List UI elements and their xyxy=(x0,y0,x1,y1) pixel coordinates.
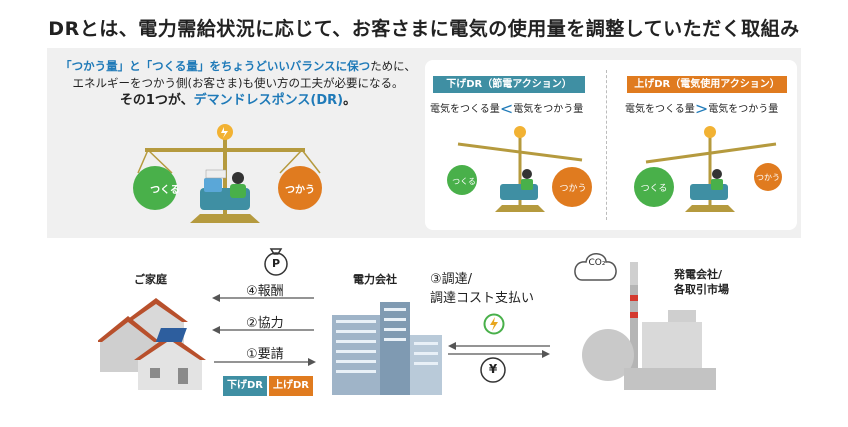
scale-use-label: つかう xyxy=(285,185,315,196)
power-plant-illustration xyxy=(574,253,716,390)
scale-make-label: つくる xyxy=(150,185,180,196)
coin-bag-icon xyxy=(264,248,288,276)
dr-down-make-label: つくる xyxy=(452,177,476,186)
step-cooperate-label: ②協力 xyxy=(246,316,284,331)
coin-symbol: P xyxy=(271,257,281,270)
generator-label: 発電会社/ 各取引市場 xyxy=(674,268,729,296)
dr-divider xyxy=(606,70,607,220)
dr-down-equation: 電気をつくる量<電気をつかう量 xyxy=(430,99,584,118)
page-title: DRとは、電力需給状況に応じて、お客さまに電気の使用量を調整していただく取組み xyxy=(48,18,800,40)
co2-cloud-icon xyxy=(574,253,617,281)
procure-label: ③調達/ 調達コスト支払い xyxy=(430,272,535,306)
houses-illustration xyxy=(98,298,206,390)
dr-down-scale xyxy=(447,126,592,212)
dr-up-make-label: つくる xyxy=(640,184,668,194)
intro-line-1: 「つかう量」と「つくる量」をちょうどいいバランスに保つために、 xyxy=(60,59,416,73)
dr-down-use-label: つかう xyxy=(559,184,587,194)
electricity-icon xyxy=(483,313,505,335)
utility-buildings xyxy=(332,302,442,395)
dr-down-label: 下げDR（節電アクション） xyxy=(433,76,585,93)
dr-up-equation: 電気をつくる量>電気をつかう量 xyxy=(625,99,779,118)
arrow-procure xyxy=(448,342,550,350)
use-weight xyxy=(278,166,322,210)
arrow-reward xyxy=(212,294,314,302)
yen-coin-icon xyxy=(480,357,506,383)
home-label: ご家庭 xyxy=(134,273,167,286)
yen-symbol: ¥ xyxy=(488,362,498,376)
make-weight xyxy=(133,166,177,210)
co2-label: CO₂ xyxy=(588,258,606,268)
dr-up-use-label: つかう xyxy=(756,173,780,182)
intro-text: 「つかう量」と「つくる量」をちょうどいいバランスに保つために、 エネルギーをつか… xyxy=(58,58,418,109)
dr-up-scale xyxy=(634,126,782,212)
step-reward-label: ④報酬 xyxy=(246,284,284,299)
step-request-label: ①要請 xyxy=(246,347,284,362)
arrow-payment xyxy=(448,350,550,358)
dr-up-label: 上げDR（電気使用アクション） xyxy=(627,76,787,93)
intro-line-2: エネルギーをつかう側(お客さま)も使い方の工夫が必要になる。 xyxy=(72,76,404,90)
tag-up-dr: 上げDR xyxy=(269,376,313,396)
intro-line-3: その1つが、デマンドレスポンス(DR)。 xyxy=(119,93,357,108)
arrow-request xyxy=(214,358,316,366)
utility-label: 電力会社 xyxy=(353,273,397,286)
balance-scale-illustration xyxy=(133,124,322,223)
tag-down-dr: 下げDR xyxy=(223,376,267,396)
arrow-cooperate xyxy=(212,326,314,334)
